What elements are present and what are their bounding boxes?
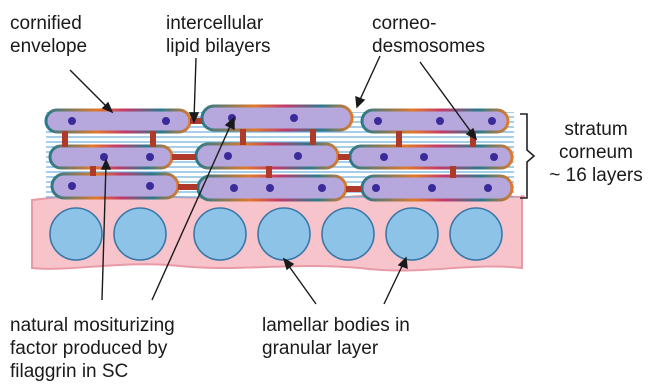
corneodesmosome <box>150 131 156 147</box>
corneodesmosome <box>178 184 198 190</box>
label-cornified-envelope: cornified envelope <box>10 12 87 58</box>
lamellar-body <box>450 208 502 260</box>
label-intercellular-lipid-bilayers: intercellular lipid bilayers <box>166 12 271 58</box>
corneodesmosome <box>90 166 96 176</box>
lamellar-body <box>194 208 246 260</box>
lamellar-body <box>50 208 102 260</box>
corneodesmosome <box>346 186 362 192</box>
corneocyte <box>202 106 352 130</box>
lamellar-body <box>258 208 310 260</box>
corneodesmosome <box>62 131 68 147</box>
corneodesmosome <box>240 129 246 145</box>
corneodesmosome <box>450 166 456 178</box>
label-corneodesmosomes: corneo- desmosomes <box>372 12 485 58</box>
corneodesmosome <box>172 154 196 160</box>
corneocyte <box>350 146 512 168</box>
lamellar-body <box>114 208 166 260</box>
lamellar-body <box>386 208 438 260</box>
corneodesmosome <box>396 131 402 147</box>
corneodesmosome <box>310 129 316 145</box>
lamellar-body <box>322 208 374 260</box>
corneodesmosome <box>338 154 350 160</box>
corneocyte <box>362 110 508 132</box>
label-natural-moisturizing-factor: natural mositurizing factor produced by … <box>10 314 175 383</box>
corneodesmosome <box>266 166 272 178</box>
label-lamellar-bodies: lamellar bodies in granular layer <box>262 314 410 360</box>
granular-layer <box>32 194 524 271</box>
stratum-corneum-bracket <box>520 114 534 198</box>
label-stratum-corneum: stratum corneum ~ 16 layers <box>540 118 650 187</box>
